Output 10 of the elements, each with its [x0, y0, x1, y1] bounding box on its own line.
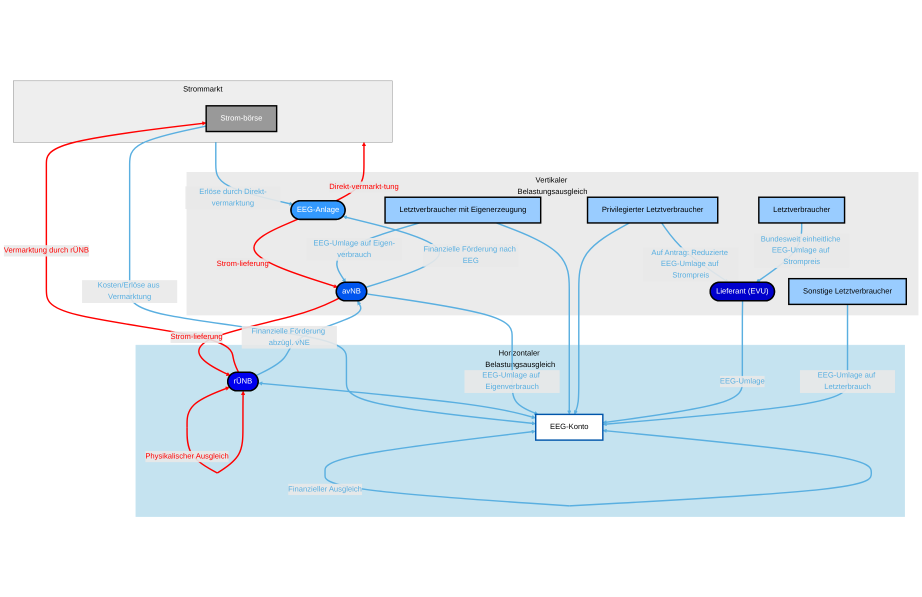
arrow	[198, 297, 340, 376]
arrow	[602, 304, 848, 426]
arrow	[496, 222, 572, 414]
arrow	[574, 222, 630, 414]
arrow	[366, 293, 538, 415]
arrow	[258, 381, 536, 419]
arrow	[324, 428, 872, 506]
arrow	[253, 218, 338, 288]
arrow	[46, 121, 240, 373]
arrow	[602, 300, 744, 424]
